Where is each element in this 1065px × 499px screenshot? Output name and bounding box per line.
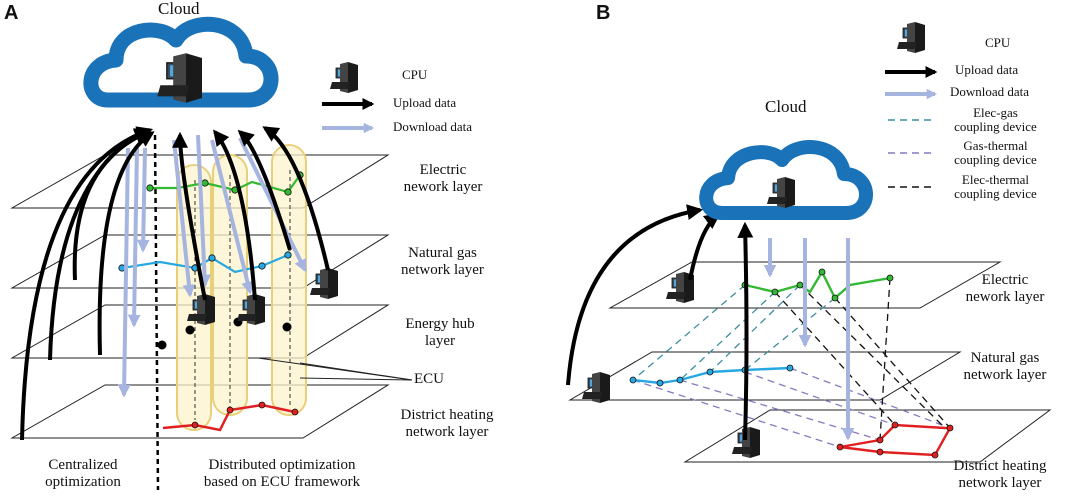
panel-a <box>10 16 413 491</box>
plane-electric-b <box>608 261 1002 309</box>
gas-network-b <box>632 366 791 385</box>
legend-download-b: Download data <box>950 84 1030 99</box>
panel-b-label: B <box>596 2 611 24</box>
cloud-label-a: Cloud <box>158 0 200 18</box>
heating-network-b <box>839 423 953 457</box>
legend-cpu-a: CPU <box>402 67 428 82</box>
electric-network-b <box>744 269 891 300</box>
cloud-label-b: Cloud <box>765 97 807 116</box>
legend-upload-b: Upload data <box>955 62 1019 77</box>
heating-network-a <box>162 403 296 432</box>
panel-b <box>566 21 1052 463</box>
ecu-label: ECU <box>414 371 444 387</box>
plane-heating-b <box>683 409 1052 463</box>
legend-download-a: Download data <box>393 119 473 134</box>
plane-gas-b <box>568 351 962 401</box>
panel-a-label: A <box>4 2 19 24</box>
legend-cpu-b: CPU <box>985 35 1011 50</box>
legend-upload-a: Upload data <box>393 95 457 110</box>
